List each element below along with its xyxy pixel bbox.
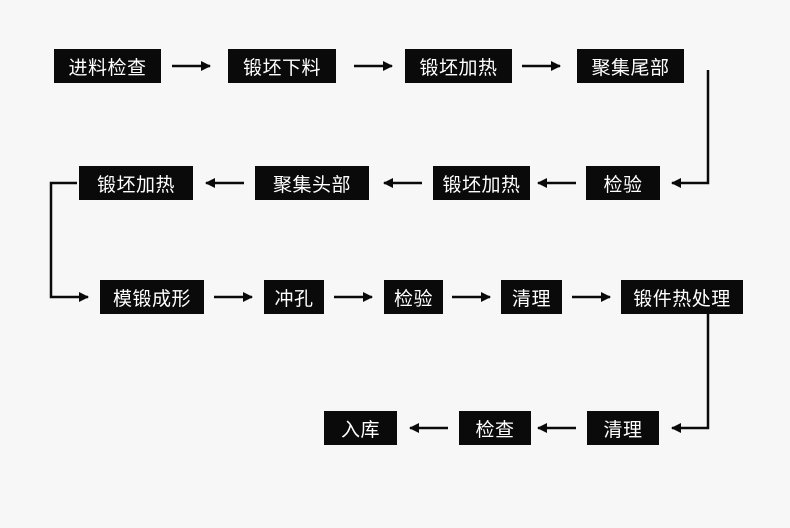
step-gather-tail: 聚集尾部 [577,49,684,83]
step-inspection-1: 检验 [586,166,660,200]
step-billet-cutting: 锻坯下料 [228,49,336,83]
step-billet-heating-1: 锻坯加热 [405,49,512,83]
step-forging-heat-treatment: 锻件热处理 [621,280,743,314]
step-die-forging: 模锻成形 [100,280,204,314]
step-incoming-inspection: 进料检查 [54,49,161,83]
step-inspection-2: 检验 [384,280,443,314]
step-cleaning-1: 清理 [501,280,562,314]
step-punching: 冲孔 [264,280,324,314]
step-billet-heating-3: 锻坯加热 [79,166,193,200]
step-gather-head: 聚集头部 [255,166,369,200]
arrow-13-14 [671,314,710,433]
arrow-4-5 [671,70,710,188]
step-check: 检查 [459,411,531,445]
step-cleaning-2: 清理 [587,411,659,445]
step-billet-heating-2: 锻坯加热 [433,166,530,200]
arrow-8-9 [49,181,89,302]
step-warehousing: 入库 [324,411,397,445]
